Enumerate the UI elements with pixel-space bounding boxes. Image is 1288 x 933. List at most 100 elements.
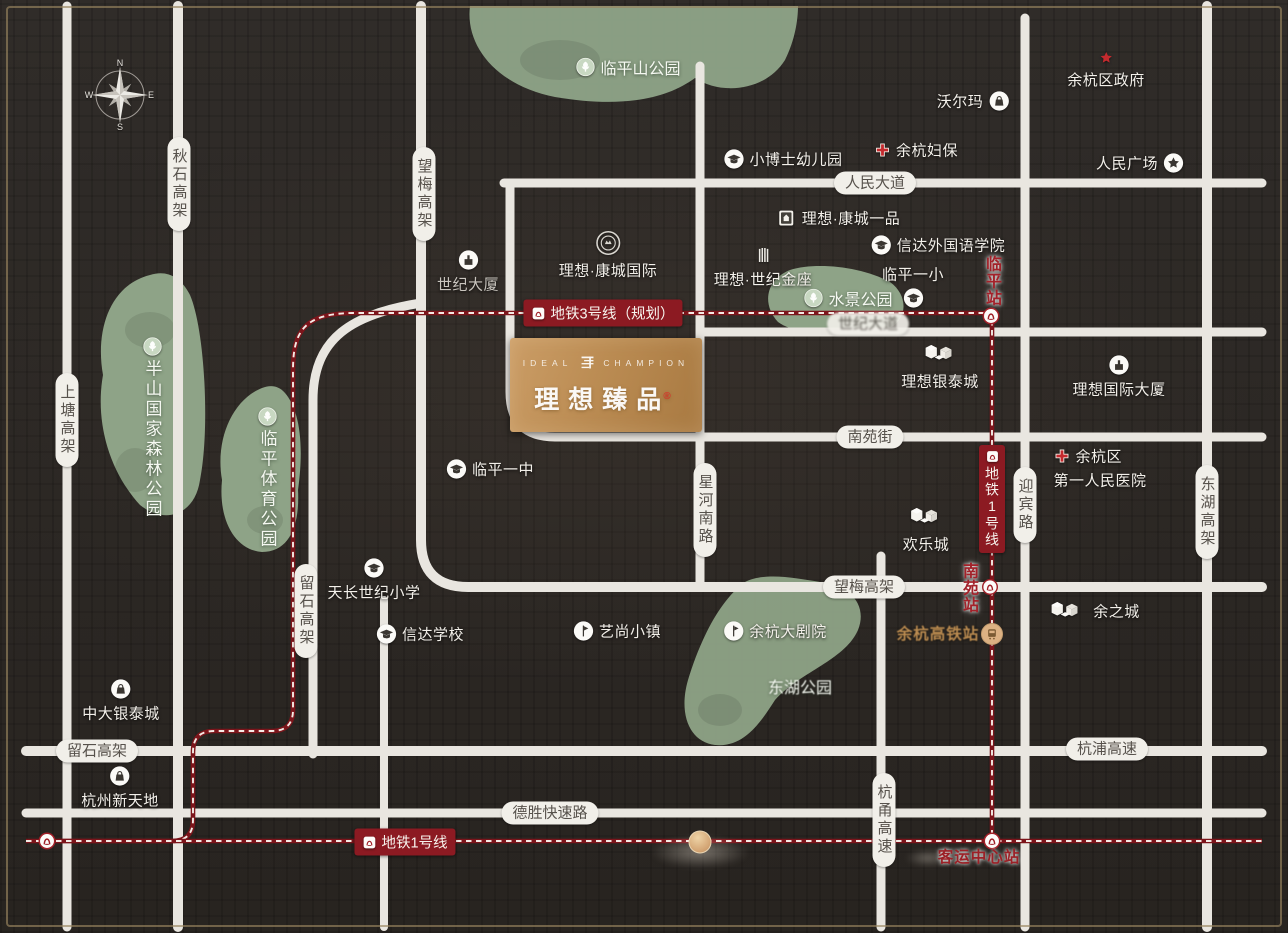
metro-line3-label: 地铁3号线（规划）: [550, 306, 675, 323]
school-icon: [376, 624, 397, 645]
brand-en-left: IDEAL: [522, 357, 573, 368]
park-name: 东湖公园: [767, 680, 833, 697]
metro-line1-label: 地铁1号线: [381, 835, 448, 852]
compass-n-label: N: [116, 58, 124, 68]
government-star-icon: [1098, 50, 1114, 66]
metro-line3-dashes: [58, 312, 984, 842]
poi-kangcheng-yipin: 理想·康城一品: [776, 208, 901, 229]
park-label-shuijing: 水景公园: [803, 286, 893, 310]
poi-label: 中大银泰城: [82, 705, 160, 723]
road-label-desheng: 德胜快速路: [501, 801, 599, 825]
metro-badge-icon: [986, 450, 999, 463]
poi-label: 艺尚小镇: [598, 623, 662, 641]
poi-label: 天长世纪小学: [327, 584, 421, 602]
school-icon: [723, 149, 744, 170]
poi-yuhang-maternity: 余杭妇保: [874, 140, 958, 161]
poi-label: 人民广场: [1095, 155, 1159, 173]
park-label-banshan: 半山国家森林公园: [140, 337, 165, 520]
poi-label: 临平一中: [471, 461, 535, 479]
road-label-wangmei-h: 望梅高架: [822, 575, 906, 599]
tree-icon: [142, 337, 162, 357]
plaza-star-icon: [1163, 153, 1184, 174]
compass-w-label: W: [84, 90, 94, 100]
brand-registered-mark: ®: [663, 391, 680, 402]
poi-yishang-town: 艺尚小镇: [573, 621, 661, 642]
road-label-yingbin: 迎宾路: [1013, 467, 1037, 543]
poi-hangzhou-xintiandi: 杭州新天地: [81, 766, 159, 811]
poi-label: 理想国际大厦: [1072, 381, 1166, 399]
poi-yuhang-government: 余杭区政府: [1067, 50, 1145, 90]
metro-line1-bottom-badge: 地铁1号线: [354, 828, 456, 856]
station-keyun-label: 客运中心站: [937, 849, 1021, 866]
park-name: 临平体育公园: [257, 429, 277, 550]
park-tiyu-shape: [220, 386, 301, 552]
poi-label: 理想·康城国际: [558, 262, 658, 280]
poi-label: 信达学校: [401, 626, 465, 644]
road-label-hangpu: 杭浦高速: [1065, 737, 1149, 761]
poi-label: 余之城: [1093, 603, 1140, 621]
station-linping-label: 临平站: [983, 255, 1000, 307]
towers-icon: [753, 245, 774, 266]
shopping-bag-icon: [110, 679, 131, 700]
shopping-bag-icon: [109, 766, 130, 787]
mall-buildings-icon: [918, 341, 962, 368]
metro-line3-badge: 地铁3号线（规划）: [523, 299, 683, 327]
poi-label: 余杭妇保: [895, 142, 959, 160]
road-label-nanyuanjie: 南苑街: [836, 425, 904, 449]
poi-label: 理想银泰城: [901, 373, 979, 391]
poi-label: 欢乐城: [902, 536, 950, 554]
poi-label: 沃尔玛: [936, 93, 984, 111]
hospital-cross-icon: [1053, 448, 1070, 465]
poi-label: 信达外国语学院: [896, 237, 1006, 255]
metro-badge-icon: [362, 835, 376, 849]
poi-huanlecheng: 欢乐城: [903, 504, 950, 555]
poi-kangcheng-international: 理想·康城国际: [559, 230, 658, 281]
poi-yuzhicheng: 余之城: [1044, 598, 1140, 625]
poi-label: 理想·康城一品: [801, 210, 901, 228]
school-icon: [871, 235, 892, 256]
park-label-linpingshan: 临平山公园: [575, 55, 681, 79]
poi-century-jinzuo: 理想·世纪金座: [714, 245, 813, 290]
poi-grand-theater: 余杭大剧院: [723, 621, 827, 642]
tree-icon: [575, 57, 595, 77]
metro-line1-label: 地铁1号线: [984, 466, 1000, 548]
road-label-donghu-viaduct: 东湖高架: [1195, 465, 1219, 559]
metro-line1-vertical-badge: 地铁1号线: [979, 445, 1005, 553]
brand-en-right: CHAMPION: [603, 357, 690, 368]
road-label-qiushi: 秋石高架: [167, 137, 191, 231]
park-name: 临平山公园: [600, 61, 681, 78]
building-icon: [457, 250, 478, 271]
poi-century-tower: 世纪大厦: [437, 250, 499, 295]
shopping-bag-icon: [988, 91, 1009, 112]
theater-icon: [723, 621, 744, 642]
poi-label-line1: 余杭区: [1075, 448, 1123, 466]
compass-s-label: S: [116, 122, 124, 132]
poi-first-people-hospital: 余杭区 第一人民医院: [1053, 446, 1146, 491]
road-label-renmin: 人民大道: [833, 171, 917, 195]
road-label-shangtang: 上塘高架: [55, 373, 79, 467]
compass-icon: [92, 67, 148, 123]
brand-cn-text: 理想臻品: [534, 386, 671, 414]
compass-e-label: E: [147, 90, 155, 100]
poi-label-line2: 第一人民医院: [1053, 472, 1147, 490]
hsr-station-icon: [981, 623, 1004, 646]
school-icon: [902, 288, 923, 309]
poi-label: 临平一小: [881, 266, 945, 284]
mall-buildings-icon: [1044, 598, 1088, 625]
poi-tianchang-primary: 天长世纪小学: [327, 558, 420, 603]
road-liushi-vertical: [308, 298, 426, 759]
road-wangmei: [416, 1, 1267, 592]
tree-icon: [257, 407, 277, 427]
poi-kindergarten: 小博士幼儿园: [723, 149, 842, 170]
tree-icon: [803, 288, 823, 308]
school-icon: [446, 459, 467, 480]
residence-building-icon: [776, 208, 797, 229]
park-label-donghu: 东湖公园: [768, 674, 832, 698]
park-name: 半山国家森林公园: [142, 359, 162, 520]
poi-label: 余杭大剧院: [749, 623, 827, 641]
emblem-icon: [595, 230, 622, 257]
poi-zhongda-yintai: 中大银泰城: [82, 679, 160, 724]
brand-chinese-name: 理想臻品®: [525, 380, 686, 416]
mall-buildings-icon: [904, 504, 948, 531]
